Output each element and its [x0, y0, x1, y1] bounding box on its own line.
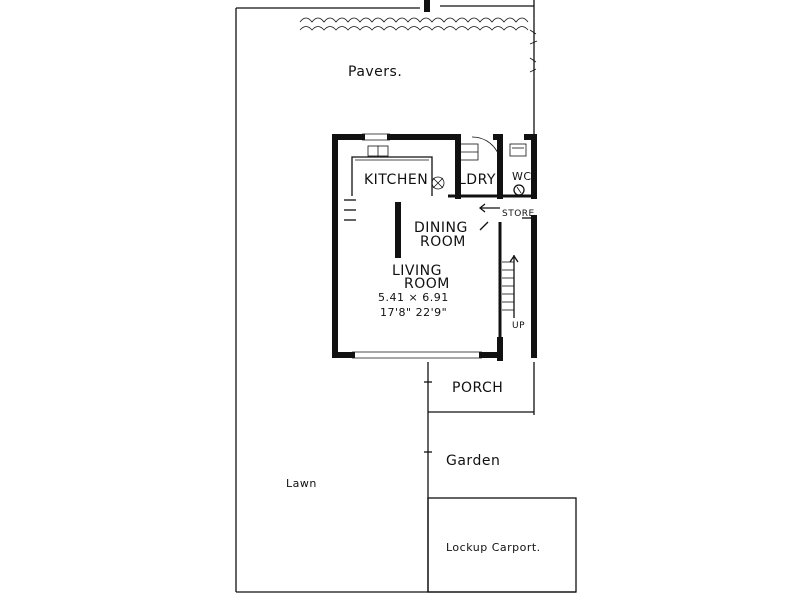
living-label: LIVING [392, 263, 442, 279]
wc-label: WC [512, 170, 532, 183]
lawn-label: Lawn [286, 477, 317, 490]
stairs [502, 254, 519, 318]
store-arrow [478, 203, 500, 231]
porch [424, 362, 535, 592]
porch-label: PORCH [452, 380, 503, 396]
wc-fixtures [509, 143, 527, 196]
kitchen-counter [344, 145, 445, 221]
dining-room-label: ROOM [420, 234, 466, 250]
dimension-imperial: 17'8" 22'9" [380, 306, 447, 319]
store-label: STORE [502, 209, 535, 219]
house-walls [332, 133, 537, 361]
hedge [299, 17, 538, 73]
carport-label: Lockup Carport. [446, 541, 541, 554]
dimension-metric: 5.41 × 6.91 [378, 291, 449, 304]
kitchen-label: KITCHEN [364, 172, 428, 188]
laundry-tub [459, 143, 479, 161]
laundry-door [471, 136, 501, 161]
living-room-label: ROOM [404, 276, 450, 292]
dining-label: DINING [414, 220, 468, 236]
laundry-label: LDRY [458, 172, 496, 188]
garden-label: Garden [446, 453, 500, 469]
stairs-up-label: UP [512, 321, 525, 331]
pavers-label: Pavers. [348, 64, 402, 80]
carport [427, 497, 577, 593]
